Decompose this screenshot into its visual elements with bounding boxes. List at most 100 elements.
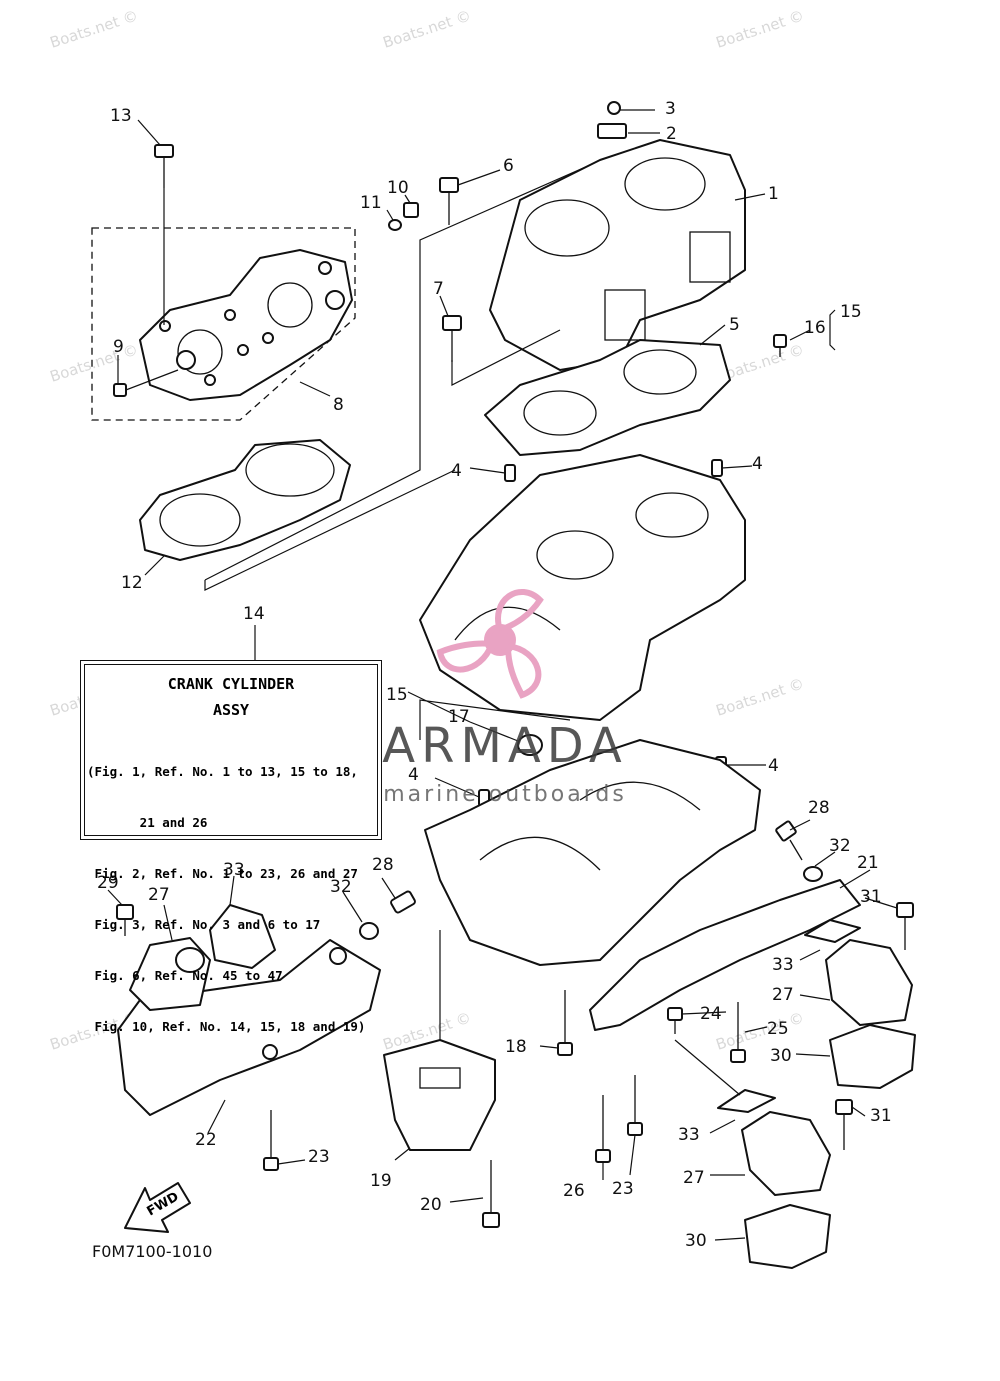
leader-lines <box>107 109 898 1241</box>
fwd-arrow: FWD <box>124 1182 191 1233</box>
callout-4: 4 <box>451 461 462 481</box>
watermark: Boats.net © <box>48 340 141 385</box>
part-bolt-6 <box>439 177 459 225</box>
callout-11: 11 <box>360 193 382 213</box>
callout-21: 21 <box>857 853 879 873</box>
brand-tagline: marine outboards <box>383 782 627 807</box>
callout-33: 33 <box>678 1125 700 1145</box>
callout-16: 16 <box>804 318 826 338</box>
callout-25: 25 <box>767 1019 789 1039</box>
part-mount-cap-30 <box>744 1024 916 1269</box>
part-screw-3 <box>607 101 621 115</box>
callout-32: 32 <box>330 877 352 897</box>
callout-6: 6 <box>503 156 514 176</box>
callout-18: 18 <box>505 1037 527 1057</box>
reference-title-line1: CRANK CYLINDER <box>167 675 295 693</box>
part-bolt-16 <box>773 334 787 357</box>
brand-name: ARMADA <box>382 718 628 774</box>
callout-4: 4 <box>408 765 419 785</box>
part-bolt-31 <box>835 902 914 1150</box>
reference-line: (Fig. 1, Ref. No. 1 to 13, 15 to 18, <box>87 764 358 779</box>
part-bolt-29 <box>116 904 134 936</box>
callout-23: 23 <box>612 1179 634 1199</box>
part-head-gasket-12 <box>139 439 351 561</box>
callout-10: 10 <box>387 178 409 198</box>
callout-3: 3 <box>665 99 676 119</box>
part-rubber-mount-27 <box>129 937 211 1011</box>
callout-1: 1 <box>768 184 779 204</box>
callout-30: 30 <box>770 1046 792 1066</box>
callout-4: 4 <box>752 454 763 474</box>
callout-30: 30 <box>685 1231 707 1251</box>
callout-28: 28 <box>808 798 830 818</box>
watermark: Boats.net © <box>381 6 474 51</box>
reference-line: Fig. 10, Ref. No. 14, 15, 18 and 19) <box>87 1019 366 1034</box>
reference-line: 21 and 26 <box>87 815 208 830</box>
callout-26: 26 <box>563 1181 585 1201</box>
part-bolt-23 <box>263 1075 643 1171</box>
callout-28: 28 <box>372 855 394 875</box>
callout-9: 9 <box>113 337 124 357</box>
callout-20: 20 <box>420 1195 442 1215</box>
part-rubber-mount-27 <box>741 939 913 1196</box>
part-upper-crankcase <box>419 454 746 721</box>
part-mount-19 <box>383 1039 496 1151</box>
figure-code: F0M7100-1010 <box>92 1242 213 1261</box>
reference-line: Fig. 2, Ref. No. 1 to 23, 26 and 27 <box>87 866 358 881</box>
callout-27: 27 <box>148 885 170 905</box>
part-plug-10 <box>403 202 419 218</box>
reference-line: Fig. 6, Ref. No. 45 to 47 <box>87 968 283 983</box>
watermark: Boats.net © <box>714 1008 807 1053</box>
callout-15: 15 <box>840 302 862 322</box>
callout-22: 22 <box>195 1130 217 1150</box>
part-damper-33 <box>717 919 861 1113</box>
watermark: Boats.net © <box>714 674 807 719</box>
part-bolt-25 <box>730 1002 746 1063</box>
callout-23: 23 <box>308 1147 330 1167</box>
callout-8: 8 <box>333 395 344 415</box>
reference-lines: (Fig. 1, Ref. No. 1 to 13, 15 to 18, 21 … <box>87 729 375 1069</box>
part-cylinder-head-8 <box>139 249 353 401</box>
part-bracket-2 <box>597 123 627 139</box>
watermark: Boats.net © <box>714 6 807 51</box>
head-assembly-dashed-box <box>91 227 356 421</box>
part-bolt-26 <box>595 1095 611 1163</box>
callout-31: 31 <box>870 1106 892 1126</box>
callout-14: 14 <box>243 604 265 624</box>
callout-29: 29 <box>97 873 119 893</box>
part-cylinder-1 <box>489 139 746 371</box>
callout-19: 19 <box>370 1171 392 1191</box>
callout-12: 12 <box>121 573 143 593</box>
callout-27: 27 <box>772 985 794 1005</box>
callout-13: 13 <box>110 106 132 126</box>
callout-5: 5 <box>729 315 740 335</box>
reference-title: CRANK CYLINDER ASSY <box>87 671 375 723</box>
reference-box: CRANK CYLINDER ASSY (Fig. 1, Ref. No. 1 … <box>80 660 382 1034</box>
callout-17: 17 <box>448 707 470 727</box>
part-bolt-13 <box>154 144 174 325</box>
callout-4: 4 <box>768 756 779 776</box>
part-bolt-18 <box>557 990 573 1056</box>
callout-33: 33 <box>772 955 794 975</box>
part-washer-32 <box>359 866 823 940</box>
part-cylinder-gasket-5 <box>484 339 731 456</box>
part-bolt-7 <box>442 315 462 362</box>
callout-32: 32 <box>829 836 851 856</box>
part-washer-11 <box>388 219 402 231</box>
callout-33: 33 <box>223 860 245 880</box>
part-bolt-20 <box>482 1160 500 1228</box>
part-lower-crankcase <box>424 739 761 966</box>
part-seal-17 <box>517 734 543 756</box>
part-engine-mount-21 <box>589 879 861 1031</box>
callout-24: 24 <box>700 1004 722 1024</box>
callout-2: 2 <box>666 124 677 144</box>
part-bolt-9 <box>113 369 179 397</box>
part-bolt-28 <box>390 820 803 914</box>
part-mount-bracket-22 <box>117 939 381 1116</box>
reference-title-line2: ASSY <box>212 701 250 719</box>
callout-31: 31 <box>860 887 882 907</box>
reference-line: Fig. 3, Ref. No. 3 and 6 to 17 <box>87 917 321 932</box>
part-bolt-24 <box>667 1007 683 1034</box>
